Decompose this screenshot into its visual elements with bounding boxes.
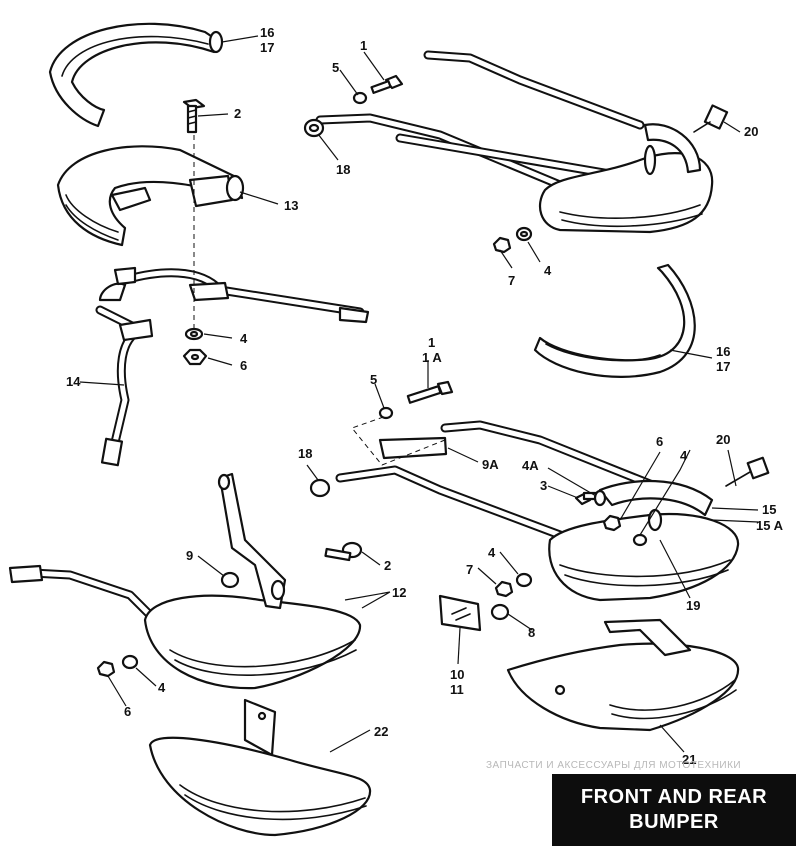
washer-4-left (121, 654, 139, 670)
callout-18-top: 18 (336, 162, 350, 177)
spacer-18-lower (309, 478, 331, 498)
washer-4-rear (632, 533, 648, 547)
nut-6-rear (602, 514, 622, 532)
callout-18-lower: 18 (298, 446, 312, 461)
callout-19: 19 (686, 598, 700, 613)
bumper-cover-22 (148, 698, 372, 837)
callout-9A: 9A (482, 457, 499, 472)
front-mount-bracket (95, 266, 370, 467)
callout-2-lower: 2 (384, 558, 391, 573)
rear-bumper-upper-frame (315, 50, 714, 234)
assembly-axis-rear (351, 413, 446, 466)
callout-7-top: 7 (508, 273, 515, 288)
washer-4-upper (515, 226, 533, 242)
diagram-title-box: FRONT AND REAR BUMPER (552, 774, 796, 846)
lower-front-bumper (8, 472, 362, 690)
front-bumper-rail (56, 145, 245, 247)
nut-7-upper (492, 236, 512, 254)
reflector-10-11 (438, 594, 482, 632)
callout-1-top: 1 (360, 38, 367, 53)
callout-21: 21 (682, 752, 696, 767)
callout-6-rear: 6 (656, 434, 663, 449)
callout-1A-lower: 1 A (422, 350, 442, 365)
callout-10: 10 (450, 667, 464, 682)
callout-2-top: 2 (234, 106, 241, 121)
callout-8: 8 (528, 625, 535, 640)
leader-lines (79, 35, 759, 753)
callout-5-lower: 5 (370, 372, 377, 387)
callout-17-right: 17 (716, 359, 730, 374)
bolt-2-lower (324, 541, 363, 562)
callout-5-top: 5 (332, 60, 339, 75)
callout-13: 13 (284, 198, 298, 213)
washer-4-front (184, 327, 204, 341)
bolt-1-upper (370, 74, 404, 94)
callout-9: 9 (186, 548, 193, 563)
callout-1-lower: 1 (428, 335, 435, 350)
callout-16-right: 16 (716, 344, 730, 359)
bolt-2-upper (182, 98, 206, 134)
callout-4-top: 4 (544, 263, 552, 278)
bumper-strip-rear (533, 263, 696, 378)
callout-11: 11 (450, 682, 464, 697)
bolt-1-lower (406, 380, 454, 404)
callout-15A: 15 A (756, 518, 784, 533)
callout-4A: 4A (522, 458, 539, 473)
callout-16-top: 16 (260, 25, 274, 40)
clip-20-upper (693, 104, 729, 133)
callout-20-lower: 20 (716, 432, 730, 447)
callout-6-left: 6 (124, 704, 131, 719)
callout-4-mid: 4 (488, 545, 496, 560)
diagram-title-line2: BUMPER (629, 811, 719, 833)
callout-6-front: 6 (240, 358, 247, 373)
callout-4-front: 4 (240, 331, 248, 346)
nut-7-mid (494, 580, 514, 598)
callout-17-top: 17 (260, 40, 274, 55)
callout-14: 14 (66, 374, 81, 389)
nut-6-front (182, 348, 208, 366)
callout-4-rear: 4 (680, 448, 688, 463)
rear-bumper-chrome (506, 618, 740, 732)
callout-3: 3 (540, 478, 547, 493)
nut-6-left (96, 660, 116, 678)
washer-4a (593, 489, 607, 507)
clip-20-lower (725, 456, 770, 487)
spacer-18-upper (303, 118, 325, 138)
callout-12: 12 (392, 585, 406, 600)
washer-5-lower (378, 406, 394, 420)
nut-9 (220, 571, 240, 589)
callout-7-mid: 7 (466, 562, 473, 577)
rear-bumper-lower-frame (335, 420, 740, 602)
callout-labels: 16 17 1 5 2 18 20 13 7 4 16 17 4 6 14 1 … (66, 25, 784, 767)
callout-22: 22 (374, 724, 388, 739)
nut-8 (490, 603, 510, 621)
washer-4-mid (515, 572, 533, 588)
callout-15: 15 (762, 502, 776, 517)
callout-20-top: 20 (744, 124, 758, 139)
diagram-title-line1: FRONT AND REAR (580, 786, 768, 808)
callout-4-left: 4 (158, 680, 166, 695)
watermark-text: ЗАПЧАСТИ И АКСЕССУАРЫ ДЛЯ МОТОТЕХНИКИ (486, 760, 742, 771)
washer-5-upper (352, 91, 368, 105)
